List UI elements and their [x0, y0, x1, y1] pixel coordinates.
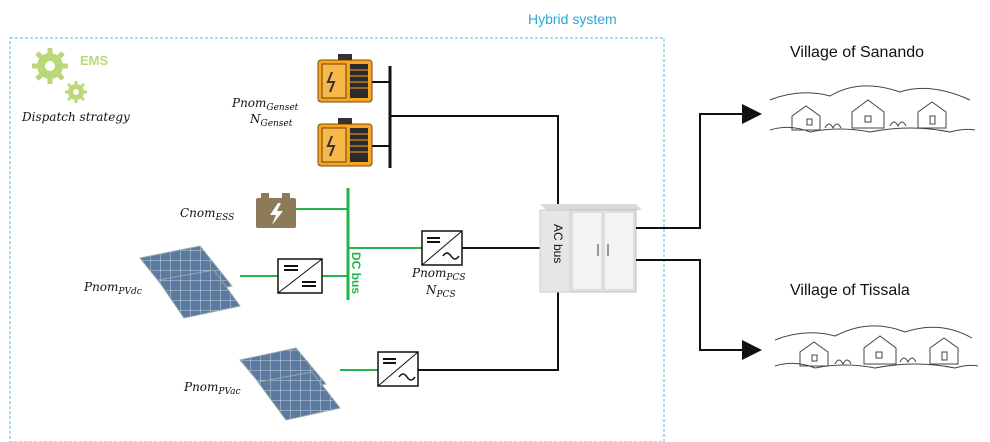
- diagram-title: Hybrid system: [528, 11, 617, 27]
- village-sanando-label: Village of Sanando: [790, 44, 925, 61]
- genset-pnom-label: PnomGenset: [232, 96, 299, 113]
- pcs-n-label: NPCS: [426, 283, 456, 300]
- genset-n-label: NGenset: [250, 112, 293, 129]
- pvac-pnom-label: PnomPVac: [184, 380, 241, 397]
- ems-label: EMS: [80, 53, 109, 68]
- village-sanando-sketch: [769, 85, 976, 133]
- hybrid-system-frame: [9, 37, 665, 442]
- battery-icon: [256, 193, 296, 228]
- pcs-converter-icon: [421, 230, 463, 266]
- pcs-pnom-label: PnomPCS: [412, 266, 466, 283]
- genset-icon-2: [317, 118, 373, 167]
- village-tissala-label: Village of Tissala: [790, 282, 910, 299]
- pvdc-pnom-label: PnomPVdc: [84, 280, 142, 297]
- pv-ac-panels-icon: [239, 347, 341, 421]
- dispatch-strategy-label: Dispatch strategy: [22, 110, 130, 124]
- pv-ac-inverter-icon: [377, 351, 419, 387]
- pv-dc-panels-icon: [139, 245, 241, 319]
- dc-bus-label: DC bus: [349, 252, 363, 294]
- genset-icon-1: [317, 54, 373, 103]
- ac-bus-cabinet-icon: [539, 204, 642, 293]
- ess-cnom-label: CnomESS: [180, 206, 235, 223]
- dc-dc-converter-icon: [277, 258, 323, 294]
- genset-to-ac-line: [390, 115, 559, 204]
- ems-gears-icon: [32, 48, 87, 103]
- village-tissala-sketch: [774, 325, 979, 369]
- ac-bus-label: AC bus: [551, 224, 565, 263]
